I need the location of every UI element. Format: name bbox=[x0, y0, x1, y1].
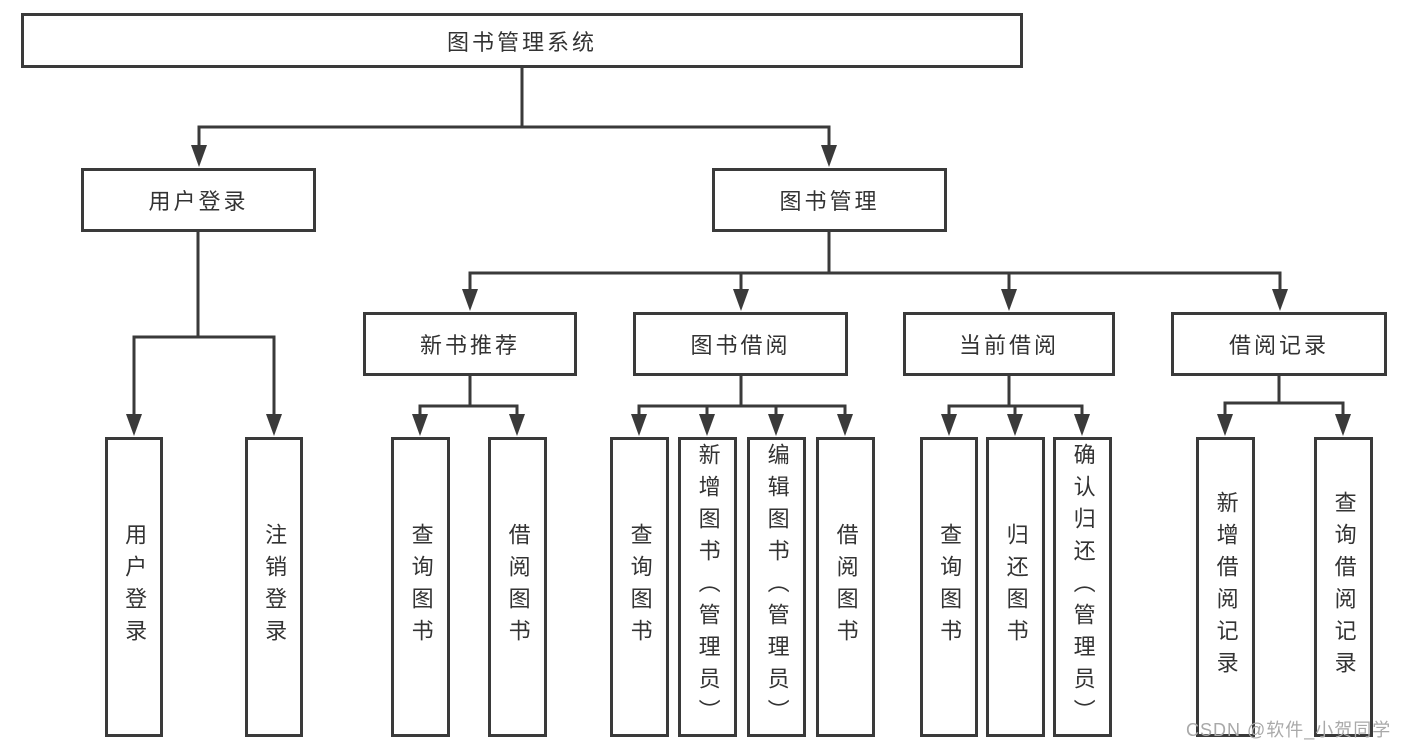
node-label: 查询图书 bbox=[627, 523, 653, 651]
node-current-borrow: 当前借阅 bbox=[903, 312, 1115, 376]
leaf-confirm-return-admin: 确认归还（管理员） bbox=[1053, 437, 1112, 737]
leaf-search-borrow-record: 查询借阅记录 bbox=[1314, 437, 1373, 737]
node-label: 查询借阅记录 bbox=[1331, 491, 1357, 683]
node-label: 借阅图书 bbox=[833, 523, 859, 651]
node-user-login: 用户登录 bbox=[81, 168, 316, 232]
arrowhead-icon bbox=[837, 414, 853, 436]
node-book-borrow: 图书借阅 bbox=[633, 312, 848, 376]
node-label: 用户登录 bbox=[122, 523, 148, 651]
node-borrow-record: 借阅记录 bbox=[1171, 312, 1387, 376]
arrowhead-icon bbox=[412, 414, 428, 436]
arrowhead-icon bbox=[266, 414, 282, 436]
node-label: 借阅图书 bbox=[505, 523, 531, 651]
node-label: 图书管理 bbox=[779, 189, 880, 214]
node-label: 确认归还（管理员） bbox=[1070, 443, 1096, 731]
node-label: 借阅记录 bbox=[1228, 333, 1329, 358]
arrowhead-icon bbox=[941, 414, 957, 436]
connector-borrow-record-to-leaves bbox=[1223, 376, 1345, 420]
leaf-search-book-recommend: 查询图书 bbox=[391, 437, 450, 737]
arrowhead-icon bbox=[631, 414, 647, 436]
arrowhead-icon bbox=[509, 414, 525, 436]
arrowhead-icon bbox=[1335, 414, 1351, 436]
leaf-search-book-current: 查询图书 bbox=[920, 437, 978, 737]
node-label: 查询图书 bbox=[937, 523, 963, 651]
arrowhead-icon bbox=[699, 414, 715, 436]
arrowhead-icon bbox=[733, 289, 749, 311]
connector-root-to-level2 bbox=[197, 68, 831, 151]
node-label: 新书推荐 bbox=[419, 333, 520, 358]
node-library-management-system: 图书管理系统 bbox=[21, 13, 1023, 68]
node-label: 编辑图书（管理员） bbox=[764, 443, 790, 731]
watermark: CSDN @软件_小贺同学 bbox=[1186, 720, 1392, 740]
node-new-book-recommend: 新书推荐 bbox=[363, 312, 577, 376]
leaf-edit-book-admin: 编辑图书（管理员） bbox=[747, 437, 806, 737]
leaf-user-login: 用户登录 bbox=[105, 437, 163, 737]
node-label: 新增图书（管理员） bbox=[695, 443, 721, 731]
node-label: 图书管理系统 bbox=[446, 29, 597, 55]
leaf-borrow-book: 借阅图书 bbox=[816, 437, 875, 737]
node-label: 新增借阅记录 bbox=[1213, 491, 1239, 683]
node-book-management: 图书管理 bbox=[712, 168, 947, 232]
leaf-add-book-admin: 新增图书（管理员） bbox=[678, 437, 737, 737]
arrowhead-icon bbox=[1217, 414, 1233, 436]
arrowhead-icon bbox=[126, 414, 142, 436]
arrowhead-icon bbox=[462, 289, 478, 311]
arrowhead-icon bbox=[821, 145, 837, 167]
node-label: 归还图书 bbox=[1003, 523, 1029, 651]
arrowhead-icon bbox=[1272, 289, 1288, 311]
node-label: 注销登录 bbox=[262, 523, 288, 651]
leaf-search-book-borrow: 查询图书 bbox=[610, 437, 669, 737]
arrowhead-icon bbox=[768, 414, 784, 436]
leaf-return-book: 归还图书 bbox=[986, 437, 1045, 737]
leaf-logout-login: 注销登录 bbox=[245, 437, 303, 737]
node-label: 当前借阅 bbox=[958, 333, 1059, 358]
node-label: 用户登录 bbox=[148, 189, 249, 214]
node-label: 查询图书 bbox=[408, 523, 434, 651]
leaf-borrow-book-recommend: 借阅图书 bbox=[488, 437, 547, 737]
connector-user-login-to-leaves bbox=[132, 232, 276, 420]
connector-current-borrow-to-leaves bbox=[947, 376, 1084, 420]
arrowhead-icon bbox=[1001, 289, 1017, 311]
node-label: 图书借阅 bbox=[690, 333, 791, 358]
arrowhead-icon bbox=[1074, 414, 1090, 436]
connector-book-mgmt-to-level3 bbox=[468, 232, 1282, 294]
connector-new-book-to-leaves bbox=[418, 376, 519, 420]
arrowhead-icon bbox=[191, 145, 207, 167]
connector-book-borrow-to-leaves bbox=[637, 376, 847, 420]
arrowhead-icon bbox=[1007, 414, 1023, 436]
leaf-add-borrow-record: 新增借阅记录 bbox=[1196, 437, 1255, 737]
